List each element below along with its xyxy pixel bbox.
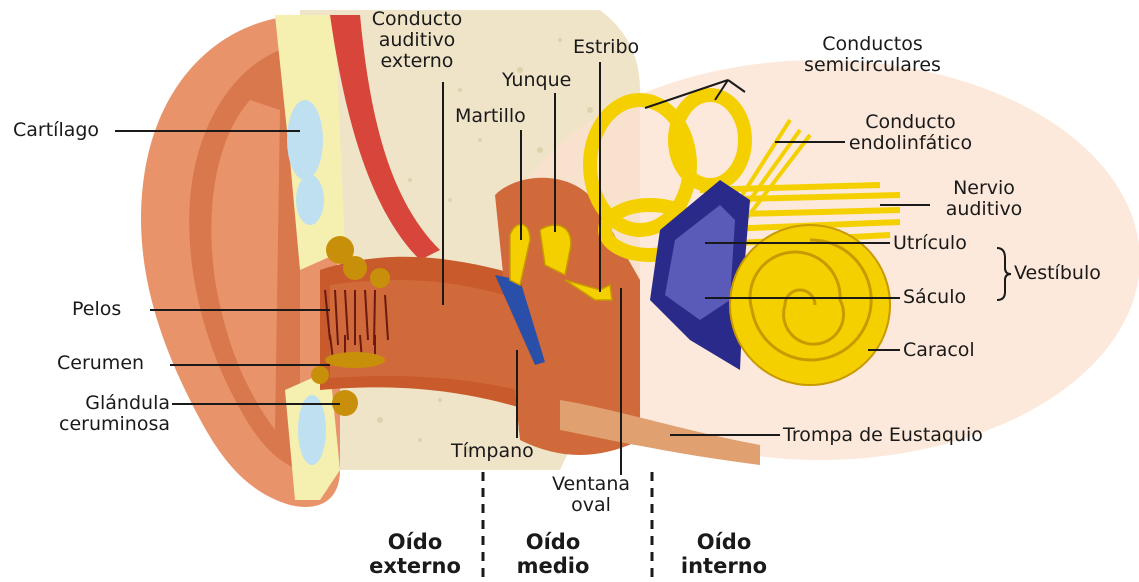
- label-utriculo: Utrículo: [893, 233, 967, 254]
- label-trompa-de-eustaquio: Trompa de Eustaquio: [783, 425, 983, 446]
- text-line: Oído: [362, 530, 468, 554]
- label-nervio-auditivo: Nervio auditivo: [928, 178, 1040, 220]
- text-line: auditivo: [369, 30, 465, 51]
- cochlea: [730, 225, 890, 385]
- cartilage-inner-3: [298, 395, 326, 465]
- label-caracol: Caracol: [903, 340, 975, 361]
- text-line: ceruminosa: [20, 414, 170, 435]
- cartilage-inner-1: [287, 100, 323, 180]
- label-cartilago: Cartílago: [13, 120, 99, 141]
- label-glandula-ceruminosa: Glándula ceruminosa: [20, 393, 170, 435]
- text-line: medio: [498, 554, 608, 578]
- label-estribo: Estribo: [573, 37, 639, 58]
- text-line: semicirculares: [785, 55, 960, 76]
- label-pelos: Pelos: [72, 299, 121, 320]
- label-cerumen: Cerumen: [57, 353, 144, 374]
- text-line: Conducto: [369, 9, 465, 30]
- label-martillo: Martillo: [455, 106, 526, 127]
- text-line: auditivo: [928, 199, 1040, 220]
- region-oido-medio: Oído medio: [498, 530, 608, 578]
- text-line: externo: [362, 554, 468, 578]
- text-line: Nervio: [928, 178, 1040, 199]
- text-line: endolinfático: [848, 133, 973, 154]
- text-line: Conducto: [848, 112, 973, 133]
- region-oido-externo: Oído externo: [362, 530, 468, 578]
- text-line: Conductos: [785, 34, 960, 55]
- text-line: oval: [536, 495, 646, 516]
- text-line: interno: [668, 554, 780, 578]
- label-vestibulo: Vestíbulo: [1014, 263, 1101, 284]
- label-conducto-auditivo-externo: Conducto auditivo externo: [369, 9, 465, 72]
- region-oido-interno: Oído interno: [668, 530, 780, 578]
- label-timpano: Tímpano: [451, 441, 534, 462]
- label-conductos-semicirculares: Conductos semicirculares: [785, 34, 960, 76]
- text-line: Glándula: [20, 393, 170, 414]
- cartilage-inner-2: [296, 175, 324, 225]
- label-ventana-oval: Ventana oval: [536, 474, 646, 516]
- text-line: Ventana: [536, 474, 646, 495]
- label-yunque: Yunque: [502, 70, 571, 91]
- label-conducto-endolinfatico: Conducto endolinfático: [848, 112, 973, 154]
- label-saculo: Sáculo: [903, 287, 966, 308]
- text-line: Oído: [668, 530, 780, 554]
- text-line: externo: [369, 51, 465, 72]
- text-line: Oído: [498, 530, 608, 554]
